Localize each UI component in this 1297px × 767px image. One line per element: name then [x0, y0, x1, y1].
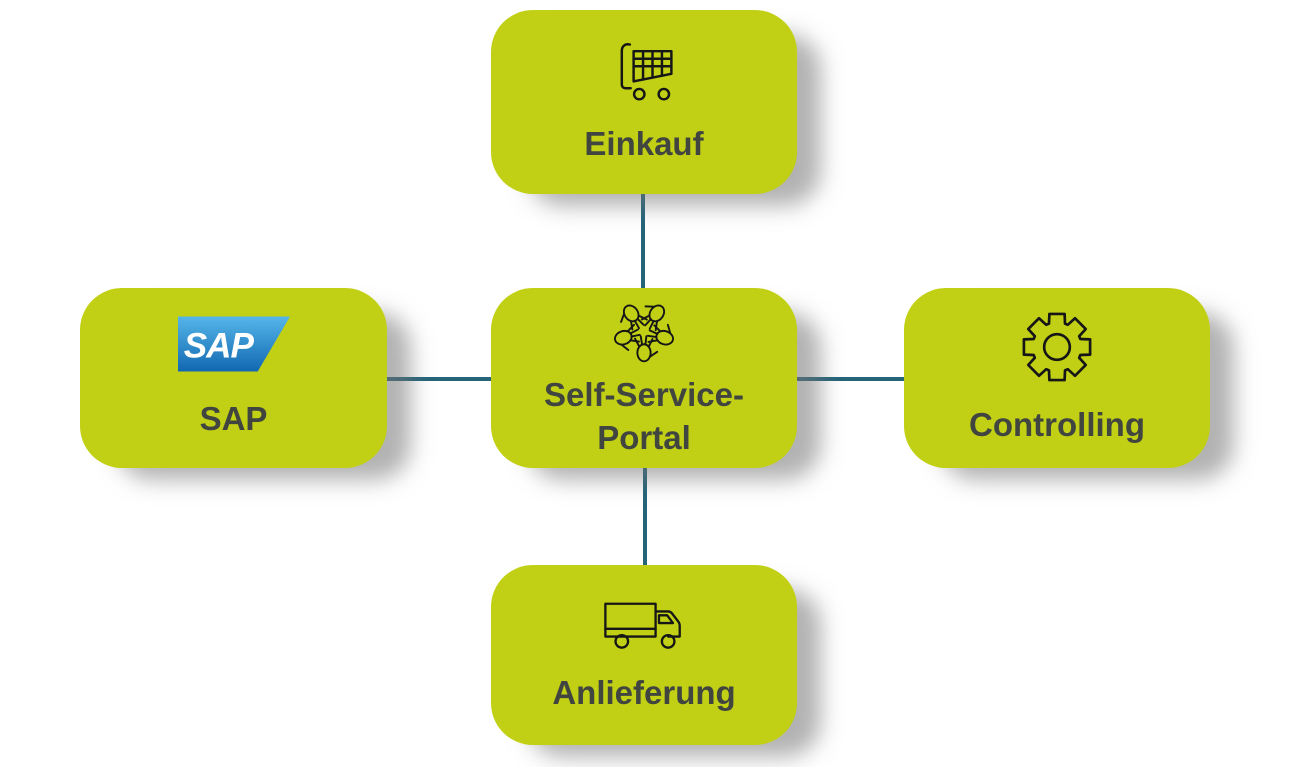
connector-einkauf-portal: [641, 193, 645, 289]
hands-together-icon: [606, 296, 682, 366]
sap-logo: SAP: [177, 316, 290, 372]
node-label-sap: SAP: [199, 399, 268, 437]
shopping-cart-icon: [610, 39, 678, 103]
sap-logo-text: SAP: [183, 326, 254, 365]
node-label-anlieferung: Anlieferung: [552, 673, 736, 711]
node-label-portal: Self-Service- Portal: [544, 376, 744, 456]
node-anlieferung: Anlieferung: [491, 565, 797, 745]
connector-portal-controlling: [796, 377, 905, 381]
connector-sap-portal: [385, 377, 492, 381]
truck-icon: [597, 596, 691, 652]
node-self-service-portal: Self-Service- Portal: [491, 288, 797, 468]
node-label-einkauf: Einkauf: [584, 124, 704, 162]
connector-portal-anlieferung: [643, 467, 647, 566]
node-einkauf: Einkauf: [491, 10, 797, 194]
node-sap: SAP SAP: [80, 288, 387, 468]
node-label-controlling: Controlling: [969, 405, 1145, 443]
gear-icon: [1020, 310, 1094, 384]
node-controlling: Controlling: [904, 288, 1210, 468]
